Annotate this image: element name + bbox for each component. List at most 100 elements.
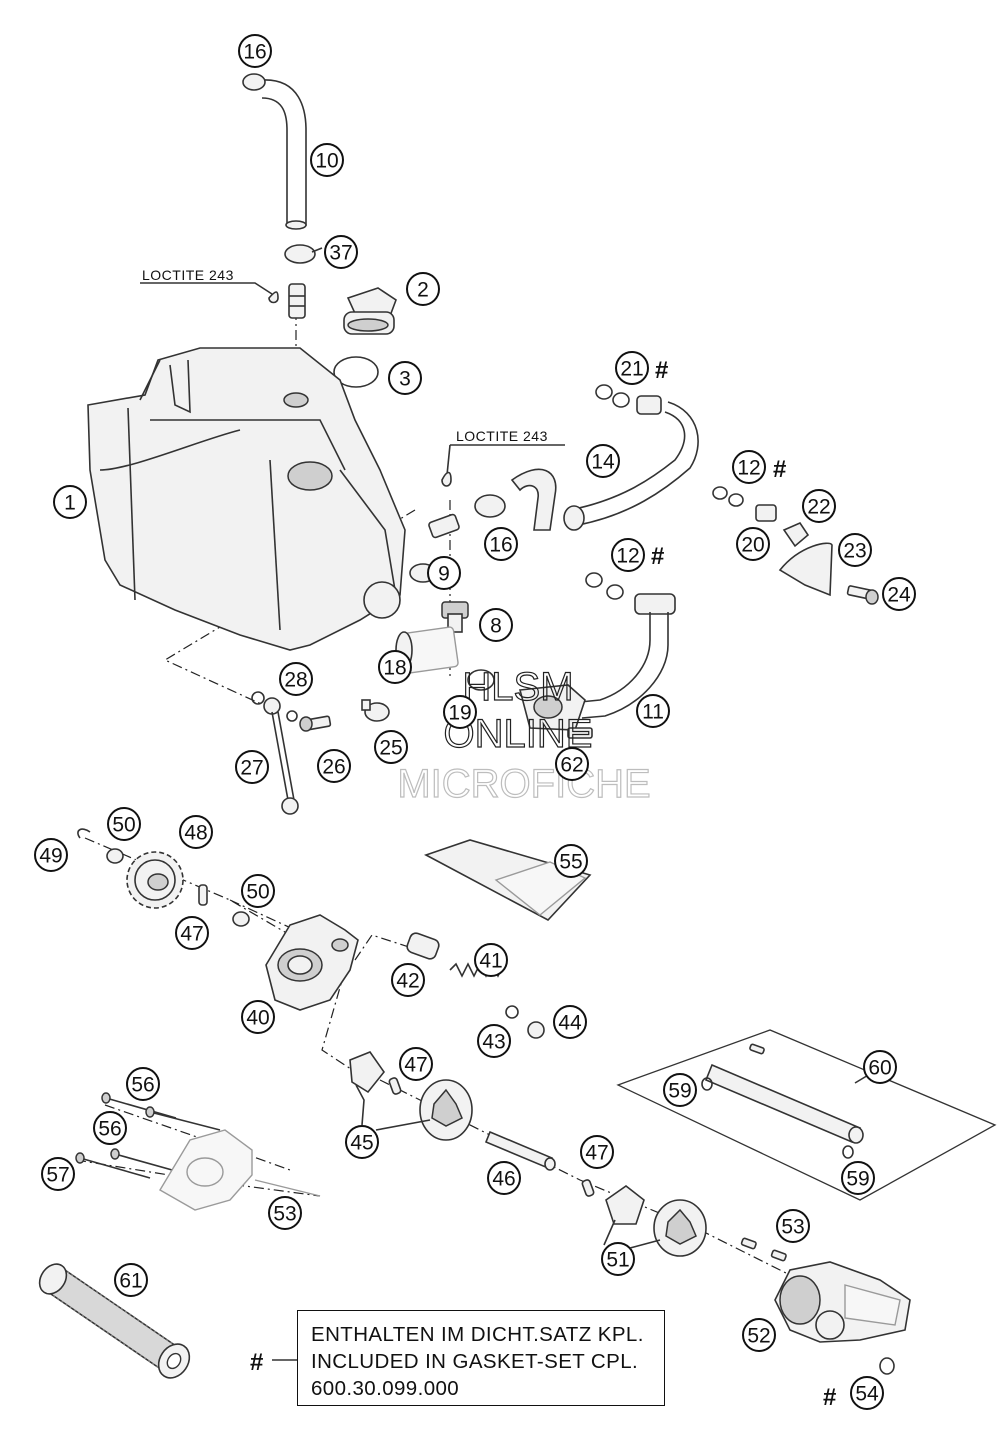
- watermark-line-1: HLSM: [462, 665, 573, 709]
- svg-text:62: 62: [560, 754, 583, 777]
- inner-rotor-45: [349, 1051, 385, 1094]
- svg-text:47: 47: [180, 923, 203, 946]
- gasket-set-note: ENTHALTEN IM DICHT.SATZ KPL. INCLUDED IN…: [297, 1310, 665, 1406]
- loctite-label-2: LOCTITE 243: [456, 428, 548, 444]
- svg-text:3: 3: [399, 368, 411, 391]
- svg-text:47: 47: [404, 1054, 427, 1077]
- loctite-label-1: LOCTITE 243: [142, 267, 234, 283]
- gasket-marker-54: #: [823, 1384, 836, 1411]
- callout-56b: 56: [93, 1111, 127, 1145]
- svg-text:50: 50: [246, 881, 269, 904]
- svg-text:40: 40: [246, 1007, 269, 1030]
- svg-text:26: 26: [322, 756, 345, 779]
- washer-43: [505, 1005, 519, 1019]
- note-line-3: 600.30.099.000: [311, 1377, 460, 1400]
- o-ring-3: [333, 356, 379, 388]
- callout-9: 9: [427, 556, 461, 590]
- watermark-line-3: MICROFICHE: [397, 762, 650, 806]
- bracket-23: [778, 542, 833, 597]
- callout-24: 24: [882, 577, 916, 611]
- callout-40: 40: [241, 1000, 275, 1034]
- svg-text:22: 22: [807, 496, 830, 519]
- svg-text:21: 21: [620, 358, 643, 381]
- callout-56a: 56: [126, 1067, 160, 1101]
- svg-text:12: 12: [616, 545, 639, 568]
- callout-47b: 47: [399, 1047, 433, 1081]
- svg-text:46: 46: [492, 1168, 515, 1191]
- callout-60: 60: [863, 1050, 897, 1084]
- callout-37: 37: [324, 235, 358, 269]
- callout-21: 21: [615, 351, 649, 385]
- oil-tank-1: [87, 347, 406, 651]
- callout-18: 18: [378, 650, 412, 684]
- callout-10: 10: [310, 143, 344, 177]
- callout-20: 20: [736, 527, 770, 561]
- svg-text:28: 28: [284, 669, 307, 692]
- pump-cover-52: [774, 1261, 911, 1343]
- callout-2: 2: [406, 272, 440, 306]
- callout-61: 61: [114, 1263, 148, 1297]
- svg-text:9: 9: [438, 563, 450, 586]
- pin-53b: [770, 1249, 787, 1262]
- callout-41: 41: [474, 943, 508, 977]
- svg-text:49: 49: [39, 845, 62, 868]
- callout-16a: 16: [238, 34, 272, 68]
- callout-1: 1: [53, 485, 87, 519]
- spacer-22: [782, 521, 810, 548]
- inner-rotor-51: [605, 1185, 645, 1225]
- svg-text:41: 41: [479, 950, 502, 973]
- svg-text:54: 54: [855, 1383, 879, 1406]
- callout-19: 19: [443, 695, 477, 729]
- callout-8: 8: [479, 608, 513, 642]
- callout-26: 26: [317, 749, 351, 783]
- svg-text:19: 19: [448, 702, 471, 725]
- note-line-2: INCLUDED IN GASKET-SET CPL.: [311, 1350, 639, 1373]
- callout-54: 54: [850, 1376, 884, 1410]
- pin-53a: [740, 1237, 757, 1250]
- oil-hose-11: [518, 572, 676, 739]
- callout-47c: 47: [580, 1135, 614, 1169]
- svg-text:55: 55: [559, 851, 582, 874]
- callout-46: 46: [487, 1161, 521, 1195]
- holder-rod-27: [251, 691, 299, 815]
- svg-text:1: 1: [64, 492, 76, 515]
- svg-text:8: 8: [490, 615, 502, 638]
- callout-50a: 50: [107, 807, 141, 841]
- svg-text:18: 18: [383, 657, 406, 680]
- note-marker: #: [250, 1349, 263, 1376]
- circlip-49: [77, 828, 91, 839]
- o-ring-12a: [712, 486, 728, 500]
- svg-text:45: 45: [350, 1132, 373, 1155]
- pin-47a: [198, 884, 208, 906]
- filler-cap-2: [343, 287, 397, 335]
- svg-text:14: 14: [591, 451, 615, 474]
- callout-47a: 47: [175, 916, 209, 950]
- callout-48: 48: [179, 815, 213, 849]
- oil-screen-18: [395, 626, 459, 674]
- svg-text:56: 56: [131, 1074, 154, 1097]
- gasket-marker-21: #: [655, 357, 668, 384]
- svg-text:37: 37: [329, 242, 352, 265]
- sprocket-48: [126, 851, 184, 909]
- note-line-1: ENTHALTEN IM DICHT.SATZ KPL.: [311, 1323, 644, 1346]
- oil-hose-14: [474, 384, 699, 531]
- callout-55: 55: [554, 844, 588, 878]
- o-ring-12b: [728, 493, 744, 507]
- svg-text:59: 59: [846, 1168, 869, 1191]
- svg-text:61: 61: [119, 1270, 142, 1293]
- callout-53b: 53: [776, 1209, 810, 1243]
- hose-clamp-37: [284, 244, 323, 264]
- pin-47c: [581, 1179, 595, 1197]
- breather-hose-10: [242, 73, 307, 230]
- svg-text:42: 42: [396, 970, 419, 993]
- oil-filter-61: [38, 1263, 191, 1379]
- svg-text:11: 11: [642, 701, 664, 724]
- screw-25: [361, 699, 390, 722]
- callout-45: 45: [345, 1125, 379, 1159]
- svg-text:24: 24: [887, 584, 911, 607]
- pin-47b: [388, 1077, 402, 1095]
- washer-50a: [106, 848, 124, 864]
- washer-50b: [232, 911, 250, 927]
- svg-text:50: 50: [112, 814, 135, 837]
- o-ring-54: [879, 1357, 895, 1375]
